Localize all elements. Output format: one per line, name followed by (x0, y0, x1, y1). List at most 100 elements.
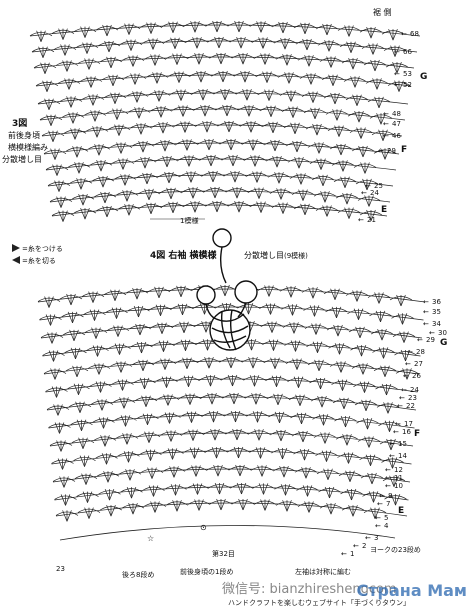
stitch-line (98, 363, 104, 375)
stitch-line (367, 418, 373, 430)
stitch-line (346, 193, 352, 205)
stitch-line (286, 500, 292, 512)
stitch-line (178, 105, 184, 117)
stitch-line (280, 429, 286, 442)
stitch-line (184, 121, 190, 133)
arrow-left-icon: ← (429, 329, 435, 337)
stitch-line (190, 201, 196, 213)
stitch-line (301, 412, 307, 425)
stitch-line (188, 375, 194, 387)
row-arc (41, 124, 403, 137)
stitch-line (242, 498, 248, 511)
stitch-line (366, 27, 372, 39)
stitch-line (150, 501, 156, 513)
stitch-line (52, 164, 58, 176)
marker-circle-dot-icon: ⊙ (200, 523, 207, 532)
stitch-line (84, 58, 90, 70)
stitch-line (160, 304, 166, 316)
stitch-line (290, 90, 296, 102)
stitch-line (238, 52, 244, 65)
stitch-line (128, 451, 134, 463)
legend-cut: =糸を切る (22, 256, 56, 265)
row-arc (55, 502, 408, 517)
stitch-line (102, 24, 108, 37)
stitch-line (246, 339, 252, 351)
yarn-ball-logo (196, 228, 258, 351)
stitch-line (53, 404, 59, 416)
stitch-line (172, 500, 178, 512)
stitch-line (365, 454, 371, 466)
stitch-line (78, 162, 84, 174)
stitch-line (56, 386, 62, 398)
stitch-line (106, 56, 112, 69)
stitch-line (54, 368, 60, 380)
stitch-line (80, 207, 86, 220)
arrow-left-icon: ← (365, 182, 371, 190)
stitch-line (268, 89, 274, 101)
stitch-line (216, 446, 222, 459)
stitch-line (261, 465, 267, 477)
stitch-line (356, 345, 362, 357)
stitch-line (176, 89, 182, 101)
stitch-line (346, 41, 352, 53)
stitch-line (94, 309, 100, 321)
stitch-line (376, 78, 382, 90)
stitch-line (60, 44, 66, 56)
stitch-line (59, 476, 65, 488)
stitch-line (88, 58, 94, 70)
stitch-line (70, 128, 76, 140)
stitch-line (263, 483, 269, 495)
stitch-line (232, 428, 238, 441)
stitch-line (64, 78, 70, 90)
stitch-line (120, 361, 126, 373)
stitch-line (267, 321, 273, 333)
stitch-line (66, 510, 72, 522)
stitch-line (220, 284, 226, 297)
stitch-line (163, 340, 169, 352)
stitch-line (154, 90, 160, 102)
stitch-line (326, 450, 332, 462)
stitch-line (62, 28, 68, 40)
stitch-line (254, 375, 260, 387)
stitch-line (141, 341, 147, 354)
stitch-line (321, 395, 327, 408)
stitch-line (174, 71, 180, 83)
stitch-line (123, 451, 129, 463)
stitch-line (314, 142, 320, 154)
stitch-line (256, 171, 262, 183)
stitch-line (170, 37, 176, 49)
stitch-line (138, 107, 144, 119)
stitch-line (368, 195, 374, 207)
stitch-line (70, 96, 76, 108)
stitch-line (125, 415, 131, 427)
stitch-line (170, 187, 176, 200)
stitch-line (124, 174, 130, 186)
stitch-line (324, 432, 330, 444)
stitch-line (248, 302, 254, 315)
stitch-line (220, 498, 226, 511)
stitch-line (172, 201, 178, 213)
stitch-line (315, 377, 321, 390)
stitch-line (204, 138, 210, 151)
stitch-line (316, 158, 322, 170)
stitch-line (158, 122, 164, 134)
stitch-line (164, 139, 170, 152)
stitch-line (68, 78, 74, 90)
stitch-line (359, 326, 365, 339)
stitch-line (346, 434, 352, 446)
stitch-line (118, 124, 124, 136)
stitch-line (146, 22, 152, 34)
stitch-line (51, 332, 57, 344)
stitch-line (350, 41, 356, 53)
arrow-left-icon: ← (423, 320, 429, 328)
stitch-line (202, 339, 208, 351)
stitch-line (176, 500, 182, 512)
stitch-line (138, 141, 144, 153)
stitch-line (402, 368, 408, 380)
stitch-line (226, 138, 232, 151)
stitch-line (244, 71, 250, 83)
stitch-line (122, 433, 128, 445)
stitch-line (196, 71, 202, 83)
stitch-line (117, 379, 123, 391)
stitch-line (298, 157, 304, 169)
